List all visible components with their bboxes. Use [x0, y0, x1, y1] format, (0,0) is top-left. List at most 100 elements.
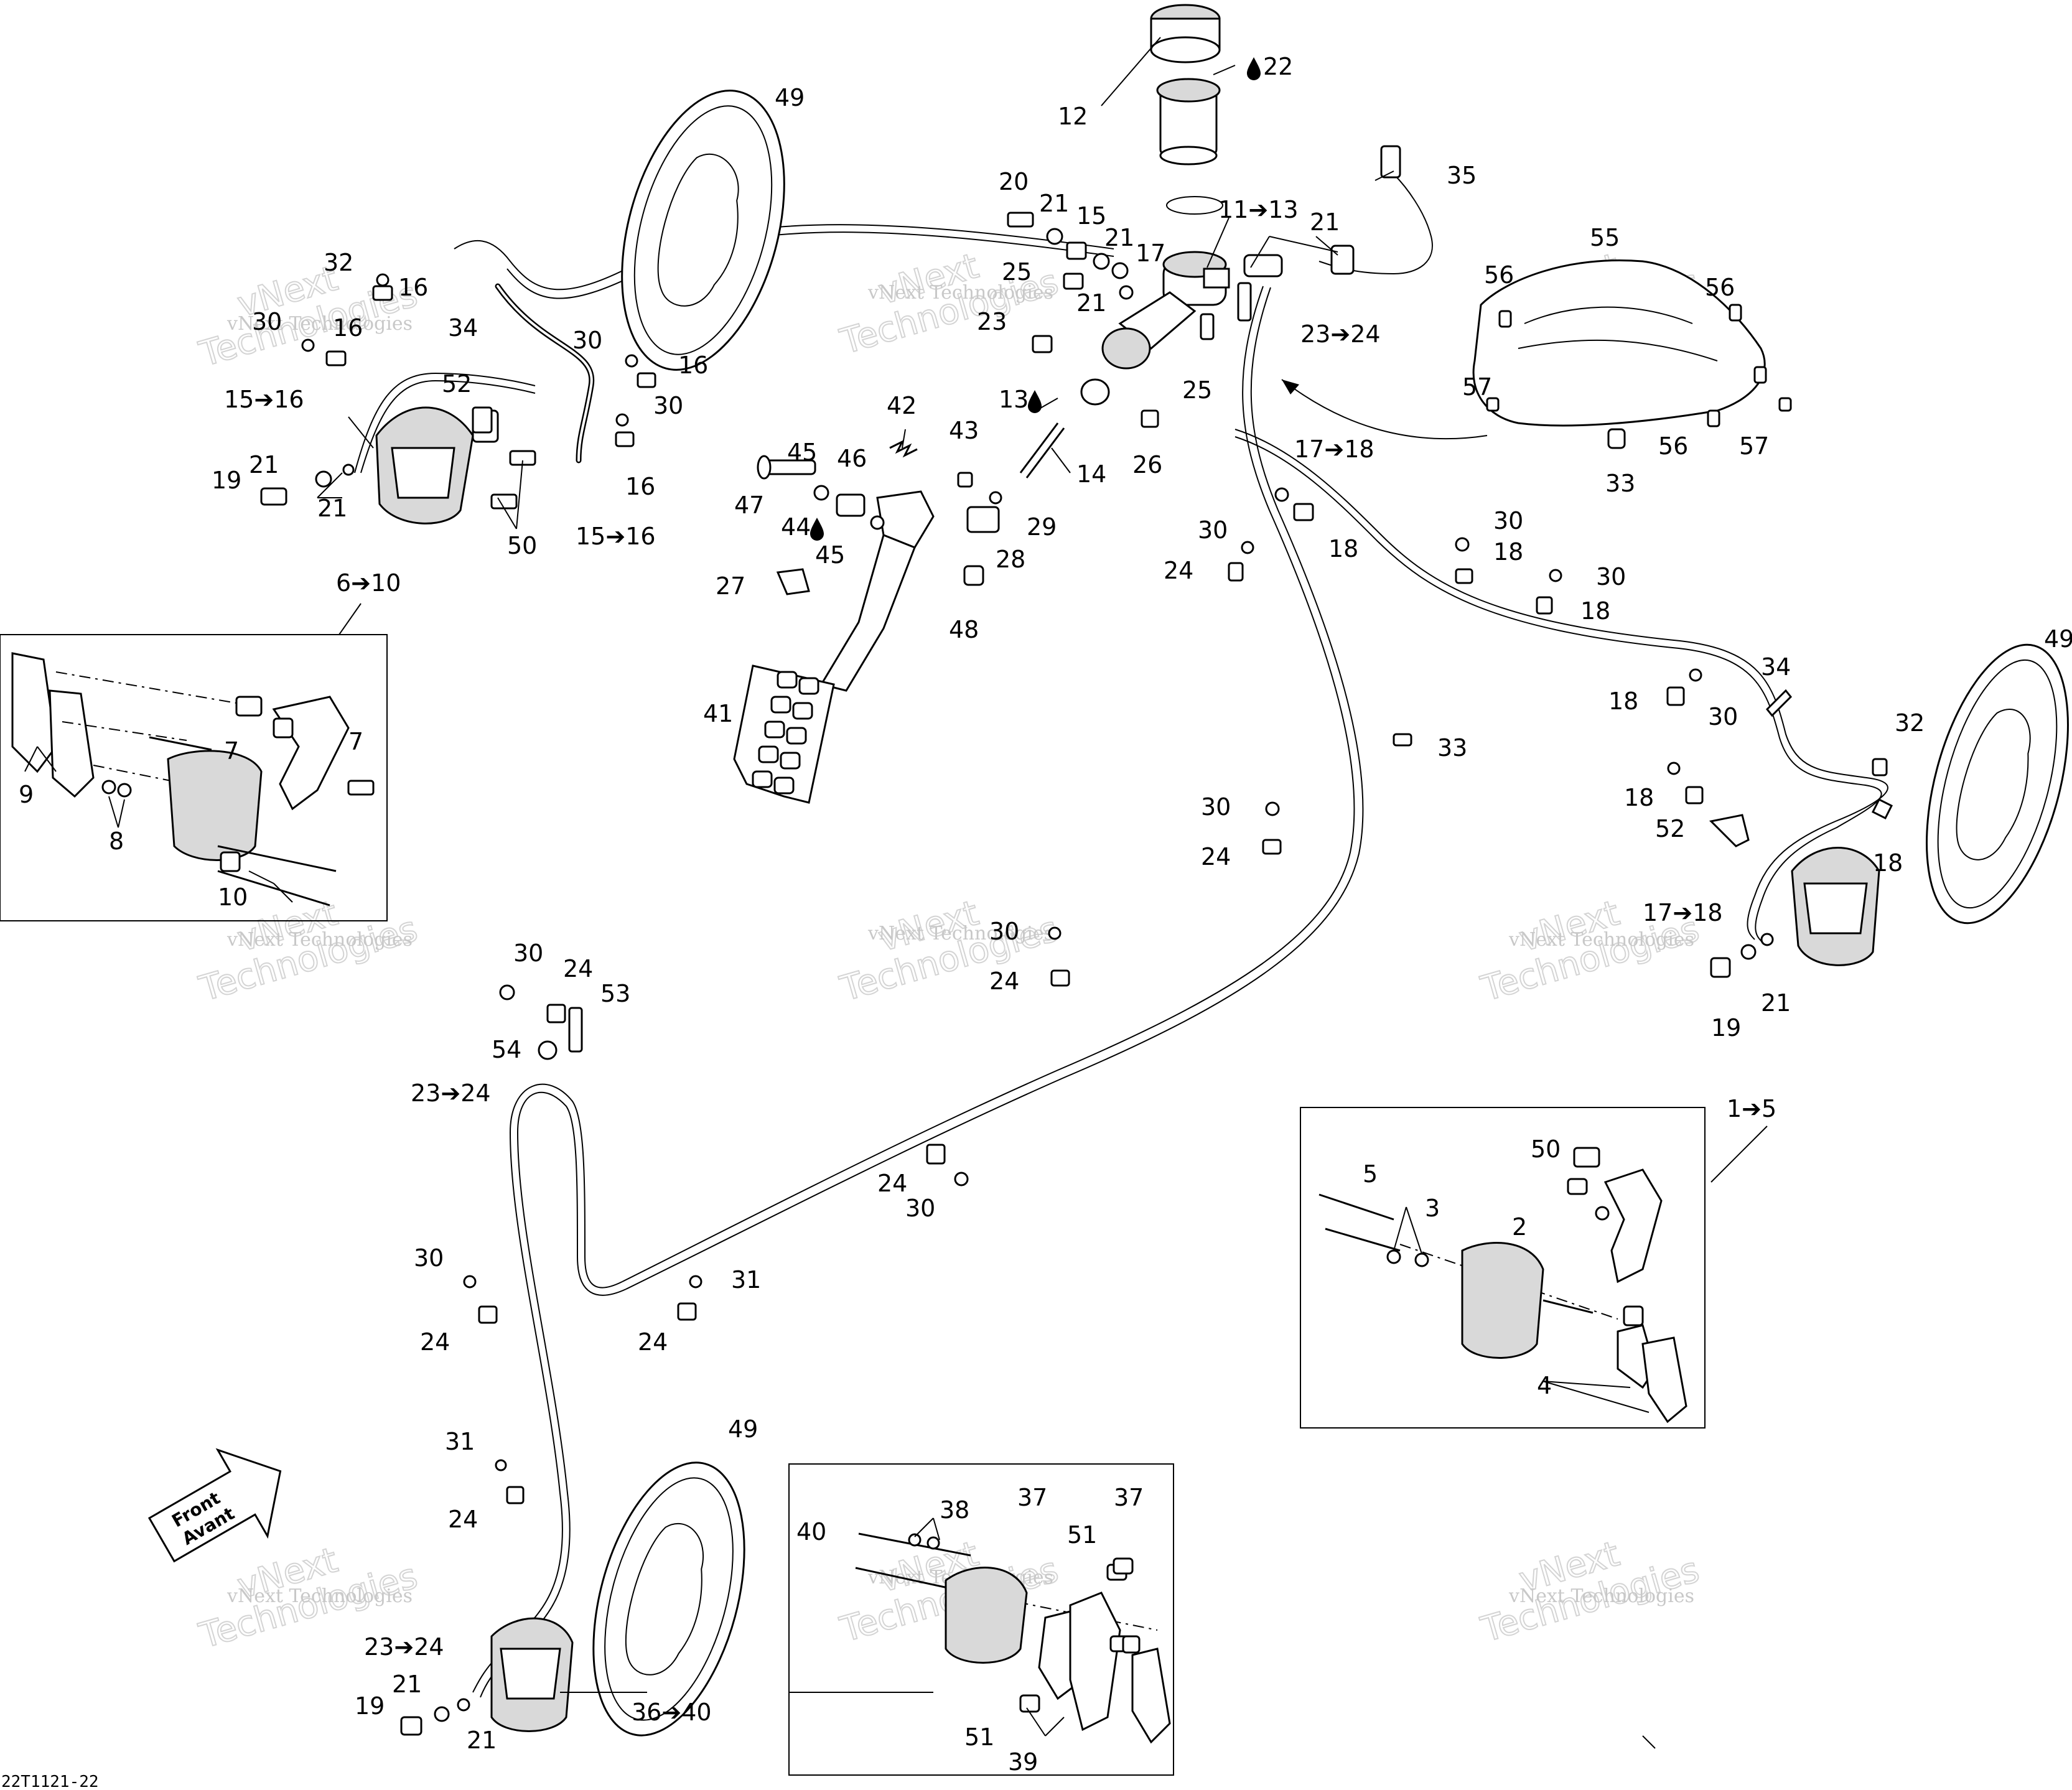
- boot: [1080, 378, 1110, 406]
- watermark-bottom-right: vNext Technologies: [1476, 1533, 1704, 1651]
- callout-30: 30: [1708, 703, 1738, 730]
- drawing-reference: 22T1121-22: [1, 1773, 99, 1790]
- callout-54: 54: [492, 1036, 521, 1063]
- callout-39: 39: [1008, 1748, 1038, 1776]
- callout-20: 20: [999, 168, 1029, 195]
- callout-24: 24: [1201, 843, 1231, 870]
- callout-19: 19: [355, 1692, 385, 1720]
- return-spring: [889, 439, 918, 458]
- bracket-53: [568, 1007, 583, 1053]
- inset-frame-right: [1300, 1107, 1706, 1429]
- brake-disc-top: [621, 90, 785, 371]
- callout-29: 29: [1027, 513, 1057, 541]
- watermark-caption: vNext Technologies: [226, 929, 413, 951]
- callout-15-to-16: 15➔16: [576, 523, 656, 550]
- callout-1-to-5: 1➔5: [1727, 1095, 1776, 1122]
- callout-8: 8: [109, 827, 124, 855]
- brake-disc-right: [1926, 643, 2069, 925]
- callout-17-to-18: 17➔18: [1643, 899, 1723, 926]
- brake-disc-bottom: [592, 1461, 745, 1736]
- callout-13: 13: [999, 386, 1029, 413]
- callout-3: 3: [1425, 1195, 1440, 1222]
- callout-50: 50: [507, 532, 537, 559]
- callout-48: 48: [949, 616, 979, 643]
- callout-23: 23: [977, 308, 1007, 335]
- watermark-top-left: vNext Technologies: [194, 258, 422, 376]
- callout-26: 26: [1132, 451, 1162, 478]
- fluid-drop-icons: [810, 57, 1261, 541]
- callout-49: 49: [2044, 625, 2072, 653]
- callout-30: 30: [252, 308, 282, 335]
- callout-52: 52: [442, 370, 472, 398]
- callout-51: 51: [964, 1723, 994, 1751]
- callout-30: 30: [414, 1244, 444, 1272]
- callout-50: 50: [1531, 1135, 1561, 1163]
- heat-shield: [1472, 259, 1792, 449]
- watermark-caption: vNext Technologies: [226, 1585, 413, 1607]
- callout-49: 49: [775, 84, 805, 111]
- callout-21: 21: [1076, 289, 1106, 317]
- callout-34: 34: [1761, 653, 1791, 681]
- callout-30: 30: [653, 392, 683, 419]
- callout-42: 42: [887, 392, 917, 419]
- line-clips: [301, 273, 1893, 1504]
- watermark-caption: vNext Technologies: [226, 313, 413, 335]
- caliper-bracket: [272, 696, 350, 811]
- callout-7: 7: [224, 737, 239, 765]
- caliper-inset-left: [167, 750, 263, 861]
- callout-30: 30: [1201, 793, 1231, 821]
- callout-10: 10: [218, 883, 248, 911]
- caliper-left-front: [260, 406, 536, 524]
- callout-9: 9: [19, 781, 34, 808]
- callout-56: 56: [1484, 261, 1514, 289]
- brake-switch-connector: [1380, 145, 1401, 179]
- callout-18: 18: [1580, 597, 1610, 625]
- callout-30: 30: [1198, 516, 1228, 544]
- callout-17-to-18: 17➔18: [1294, 436, 1374, 463]
- callout-30: 30: [513, 939, 543, 967]
- callout-24: 24: [1164, 557, 1193, 584]
- callout-36-to-40: 36➔40: [632, 1699, 712, 1726]
- callout-16: 16: [678, 352, 708, 379]
- callout-49: 49: [728, 1415, 758, 1443]
- caliper-bracket-right: [1603, 1168, 1663, 1284]
- callout-31: 31: [731, 1266, 761, 1294]
- callout-16: 16: [398, 274, 428, 301]
- callout-21: 21: [1310, 208, 1340, 236]
- pedal-arm: [819, 533, 916, 692]
- callout-56: 56: [1705, 274, 1735, 301]
- brake-line-rear: [622, 286, 1355, 1282]
- callout-23-to-24: 23➔24: [364, 1633, 444, 1661]
- inset-rear-caliper-kit: [788, 1463, 1174, 1776]
- callout-35: 35: [1447, 162, 1477, 189]
- callout-32: 32: [324, 249, 353, 276]
- front-direction-arrow: Front Avant: [147, 1448, 282, 1563]
- callout-31: 31: [445, 1428, 475, 1455]
- watermark-caption: vNext Technologies: [867, 282, 1053, 304]
- callout-51: 51: [1067, 1521, 1097, 1549]
- callout-47: 47: [734, 492, 764, 519]
- brake-pedal-assembly: [733, 439, 1002, 804]
- callout-14: 14: [1076, 460, 1106, 488]
- hose-left-front: [495, 283, 595, 464]
- callout-30: 30: [989, 918, 1019, 945]
- callout-18: 18: [1624, 784, 1654, 811]
- callout-56: 56: [1658, 432, 1688, 460]
- watermark-caption: vNext Technologies: [1508, 1585, 1694, 1607]
- callout-38: 38: [940, 1496, 969, 1524]
- leader-lines: [24, 37, 1768, 1749]
- front-arrow-icon: [147, 1448, 282, 1563]
- callout-21: 21: [392, 1671, 422, 1698]
- hose-clamp: [1166, 196, 1223, 215]
- inset-frame-bottom: [788, 1463, 1174, 1776]
- inset-right-caliper-kit: [1300, 1107, 1706, 1429]
- callout-17: 17: [1136, 240, 1165, 267]
- callout-16: 16: [625, 473, 655, 500]
- callout-55: 55: [1590, 224, 1620, 251]
- callout-15: 15: [1076, 202, 1106, 230]
- brake-line-right-front: [1234, 429, 1888, 940]
- brake-switch: [1243, 254, 1283, 277]
- callout-30: 30: [1493, 507, 1523, 534]
- caliper-bracket-rear: [1069, 1592, 1121, 1732]
